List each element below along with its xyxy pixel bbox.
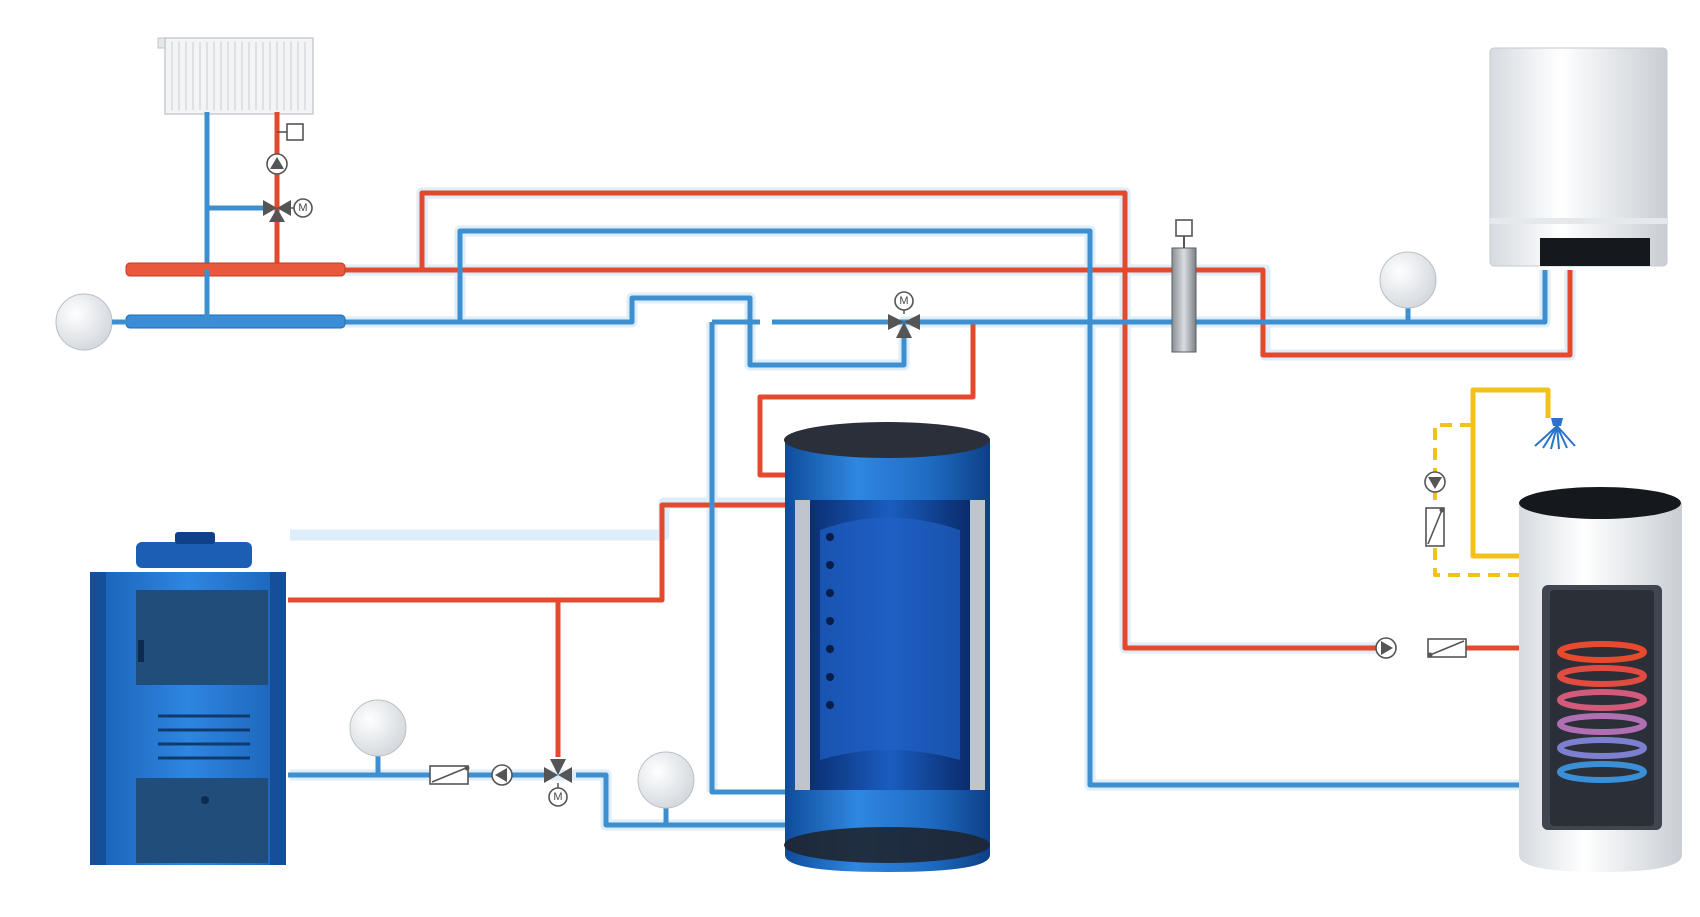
hydraulic-separator [1171,219,1197,353]
dhw-check-valve [1427,638,1467,658]
shower-head-icon [1534,418,1576,450]
dhw-pump-icon [1375,637,1397,659]
boiler-valve-motor-label: M [553,791,562,803]
expansion-vessel-wall-boiler [1379,251,1437,309]
expansion-vessel-boiler [349,699,407,757]
radiator-pump-icon [266,153,288,175]
wall-boiler [1489,47,1668,267]
supply-pipes [274,112,1573,757]
solid-fuel-boiler [90,532,286,865]
distribution-header [125,262,346,329]
main-mixing-valve[interactable]: M [888,291,920,338]
radiator-thermostat-icon [277,123,304,141]
boiler-check-valve [429,765,470,785]
dhw-lines [1433,387,1551,577]
main-valve-motor-label: M [899,295,908,307]
radiator-valve-motor-label: M [298,202,307,214]
radiator [157,37,314,115]
buffer-tank [784,422,990,872]
radiator-mixing-valve[interactable]: M [263,198,313,222]
circulation-pump-icon [1424,471,1446,493]
boiler-pump-icon [491,764,513,786]
circulation-check-valve [1425,507,1445,547]
expansion-vessel-buffer [637,751,695,809]
dhw-cylinder [1519,487,1682,872]
expansion-vessel-left [55,293,128,351]
boiler-mixing-valve[interactable]: M [544,759,572,807]
